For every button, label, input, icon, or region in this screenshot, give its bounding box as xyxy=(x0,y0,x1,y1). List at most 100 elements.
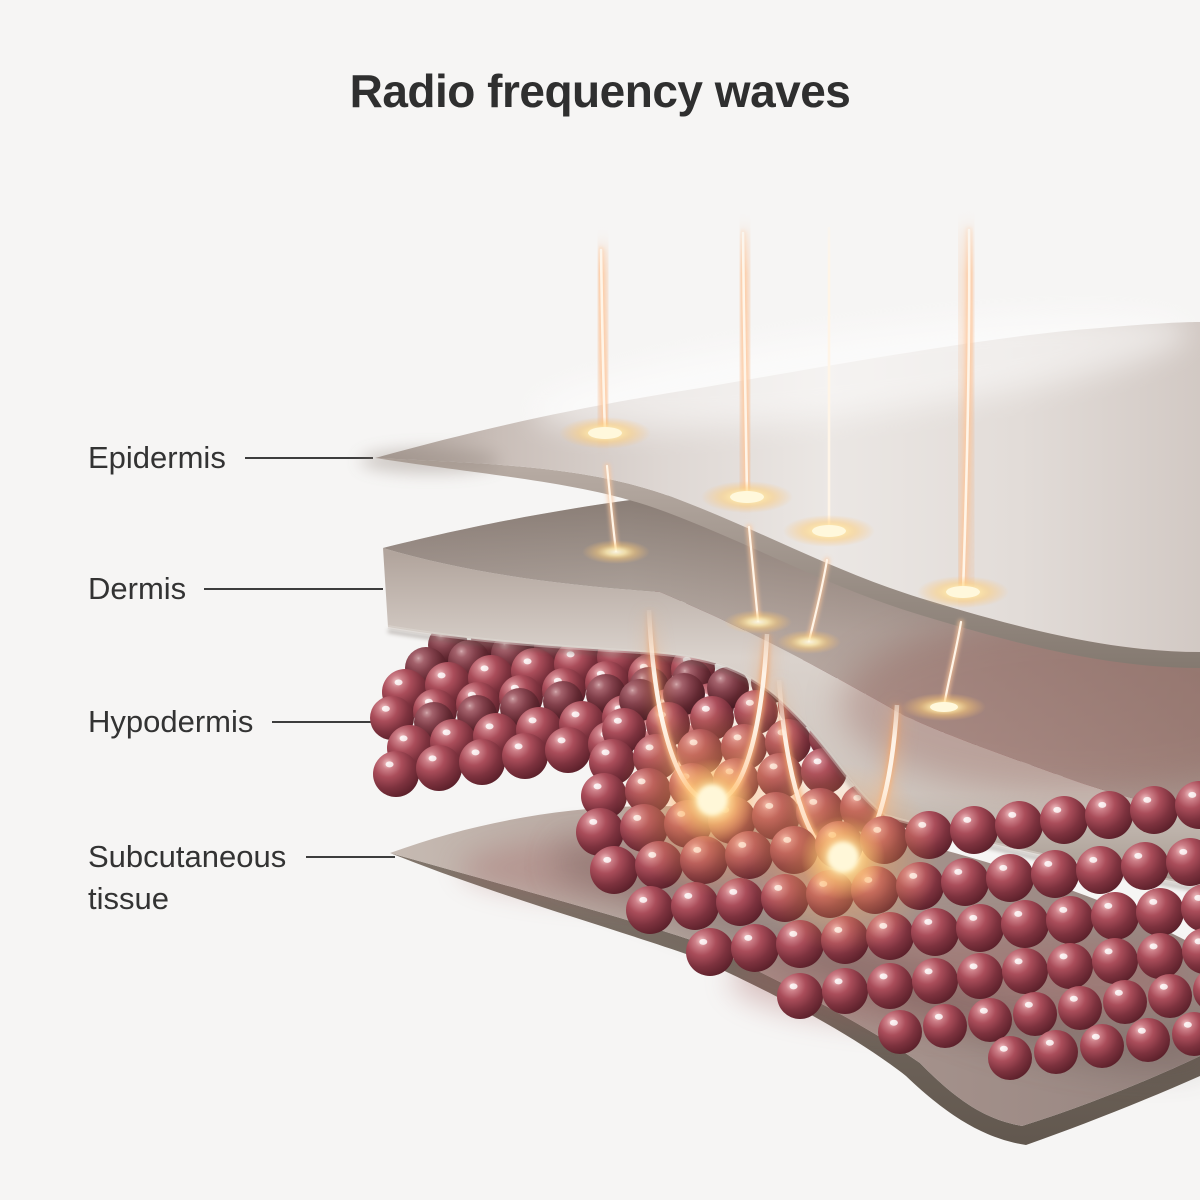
fat-cell-sphere xyxy=(968,998,1012,1042)
fat-cell-sphere xyxy=(626,886,674,934)
sphere-specular-highlight xyxy=(1114,989,1123,996)
fat-cell-sphere xyxy=(777,973,823,1019)
sphere-specular-highlight xyxy=(603,856,612,863)
sphere-specular-highlight xyxy=(589,818,598,825)
fat-cell-sphere xyxy=(1126,1018,1170,1062)
sphere-specular-highlight xyxy=(813,758,822,765)
sphere-specular-highlight xyxy=(979,1007,988,1014)
sphere-specular-highlight xyxy=(1143,796,1152,803)
fat-cell-sphere xyxy=(1172,1012,1200,1056)
page-title: Radio frequency waves xyxy=(349,65,851,117)
fat-cell-sphere xyxy=(912,958,958,1004)
fat-cell-sphere xyxy=(1181,884,1200,932)
sphere-specular-highlight xyxy=(1188,791,1197,798)
fat-cell-sphere xyxy=(822,968,868,1014)
sphere-specular-highlight xyxy=(999,1045,1008,1052)
fat-cell-sphere xyxy=(911,908,959,956)
sphere-specular-highlight xyxy=(1044,860,1053,867)
sphere-specular-highlight xyxy=(1104,902,1113,909)
fat-cell-sphere xyxy=(1085,791,1133,839)
fat-cell-sphere xyxy=(923,1004,967,1048)
fat-cell-sphere xyxy=(1080,1024,1124,1068)
sphere-specular-highlight xyxy=(1053,806,1062,813)
sphere-specular-highlight xyxy=(999,864,1008,871)
sphere-specular-highlight xyxy=(963,816,972,823)
sphere-specular-highlight xyxy=(399,735,408,742)
sphere-specular-highlight xyxy=(471,749,480,756)
sphere-specular-highlight xyxy=(1008,811,1017,818)
sphere-specular-highlight xyxy=(1014,910,1023,917)
fat-cell-sphere xyxy=(1103,980,1147,1024)
sphere-specular-highlight xyxy=(639,896,648,903)
fat-cell-sphere xyxy=(1034,1030,1078,1074)
epidermis-layer xyxy=(360,314,1200,668)
fat-cell-sphere xyxy=(988,1036,1032,1080)
sphere-specular-highlight xyxy=(1098,801,1107,808)
sphere-specular-highlight xyxy=(1149,898,1158,905)
fat-cell-sphere xyxy=(1166,838,1200,886)
sphere-specular-highlight xyxy=(437,672,446,679)
label-hypodermis: Hypodermis xyxy=(88,704,254,739)
sphere-specular-highlight xyxy=(1045,1039,1054,1046)
sphere-specular-highlight xyxy=(934,1013,943,1020)
sphere-specular-highlight xyxy=(924,918,933,925)
sphere-specular-highlight xyxy=(924,968,933,975)
fat-cell-sphere xyxy=(957,953,1003,999)
sphere-specular-highlight xyxy=(1159,983,1168,990)
sphere-specular-highlight xyxy=(969,914,978,921)
sphere-specular-highlight xyxy=(601,749,610,756)
sphere-specular-highlight xyxy=(834,978,843,985)
sphere-specular-highlight xyxy=(889,1019,898,1026)
fat-cell-sphere xyxy=(1076,846,1124,894)
fat-cell-sphere xyxy=(1002,948,1048,994)
label-epidermis: Epidermis xyxy=(88,440,226,475)
fat-cell-sphere xyxy=(590,846,638,894)
sphere-specular-highlight xyxy=(1091,1033,1100,1040)
fat-cell-sphere xyxy=(950,806,998,854)
sphere-specular-highlight xyxy=(1194,894,1200,901)
fat-cell-sphere xyxy=(1091,892,1139,940)
sphere-specular-highlight xyxy=(385,761,394,768)
sphere-specular-highlight xyxy=(523,658,532,665)
fat-cell-sphere xyxy=(1047,943,1093,989)
fat-cell-sphere xyxy=(995,801,1043,849)
fat-cell-sphere xyxy=(1013,992,1057,1036)
fat-cell-sphere xyxy=(1137,933,1183,979)
sphere-specular-highlight xyxy=(442,729,451,736)
fat-cell-sphere xyxy=(581,773,627,819)
fat-cell-sphere xyxy=(459,739,505,785)
sphere-specular-highlight xyxy=(879,973,888,980)
sphere-specular-highlight xyxy=(969,963,978,970)
sphere-specular-highlight xyxy=(954,868,963,875)
sphere-specular-highlight xyxy=(528,717,537,724)
sphere-specular-highlight xyxy=(1134,852,1143,859)
sphere-specular-highlight xyxy=(745,699,754,706)
sphere-specular-highlight xyxy=(557,737,566,744)
fat-cell-sphere xyxy=(731,924,779,972)
sphere-specular-highlight xyxy=(1149,943,1158,950)
sphere-specular-highlight xyxy=(1059,906,1068,913)
fat-cell-sphere xyxy=(1001,900,1049,948)
sphere-specular-highlight xyxy=(1179,848,1188,855)
fat-cell-sphere xyxy=(878,1010,922,1054)
sphere-specular-highlight xyxy=(789,983,798,990)
fat-cell-sphere xyxy=(1130,786,1178,834)
label-subcutaneous-tissue: Subcutaneous tissue xyxy=(88,839,287,916)
fat-cell-sphere xyxy=(941,858,989,906)
sphere-specular-highlight xyxy=(514,743,523,750)
sphere-specular-highlight xyxy=(394,679,403,686)
sphere-specular-highlight xyxy=(571,711,580,718)
sphere-specular-highlight xyxy=(381,705,390,712)
sphere-specular-highlight xyxy=(613,717,622,724)
fat-cell-sphere xyxy=(1136,888,1184,936)
fat-cell-sphere xyxy=(867,963,913,1009)
fat-cell-sphere xyxy=(986,854,1034,902)
fat-cell-sphere xyxy=(956,904,1004,952)
label-dermis: Dermis xyxy=(88,571,187,606)
fat-cell-sphere xyxy=(1040,796,1088,844)
sphere-specular-highlight xyxy=(1014,958,1023,965)
sphere-specular-highlight xyxy=(428,755,437,762)
fat-cell-sphere xyxy=(1046,896,1094,944)
fat-cell-sphere xyxy=(1148,974,1192,1018)
sphere-specular-highlight xyxy=(1024,1001,1033,1008)
